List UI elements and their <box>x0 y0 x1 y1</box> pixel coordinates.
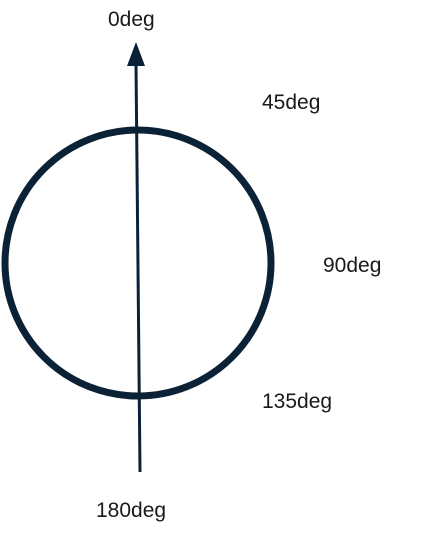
direction-arrow-shaft <box>134 63 142 473</box>
label-180deg: 180deg <box>96 499 167 522</box>
direction-arrow-head <box>127 42 145 66</box>
label-0deg: 0deg <box>108 8 155 31</box>
label-45deg: 45deg <box>262 91 321 114</box>
label-135deg: 135deg <box>262 390 333 413</box>
label-90deg: 90deg <box>323 254 382 277</box>
